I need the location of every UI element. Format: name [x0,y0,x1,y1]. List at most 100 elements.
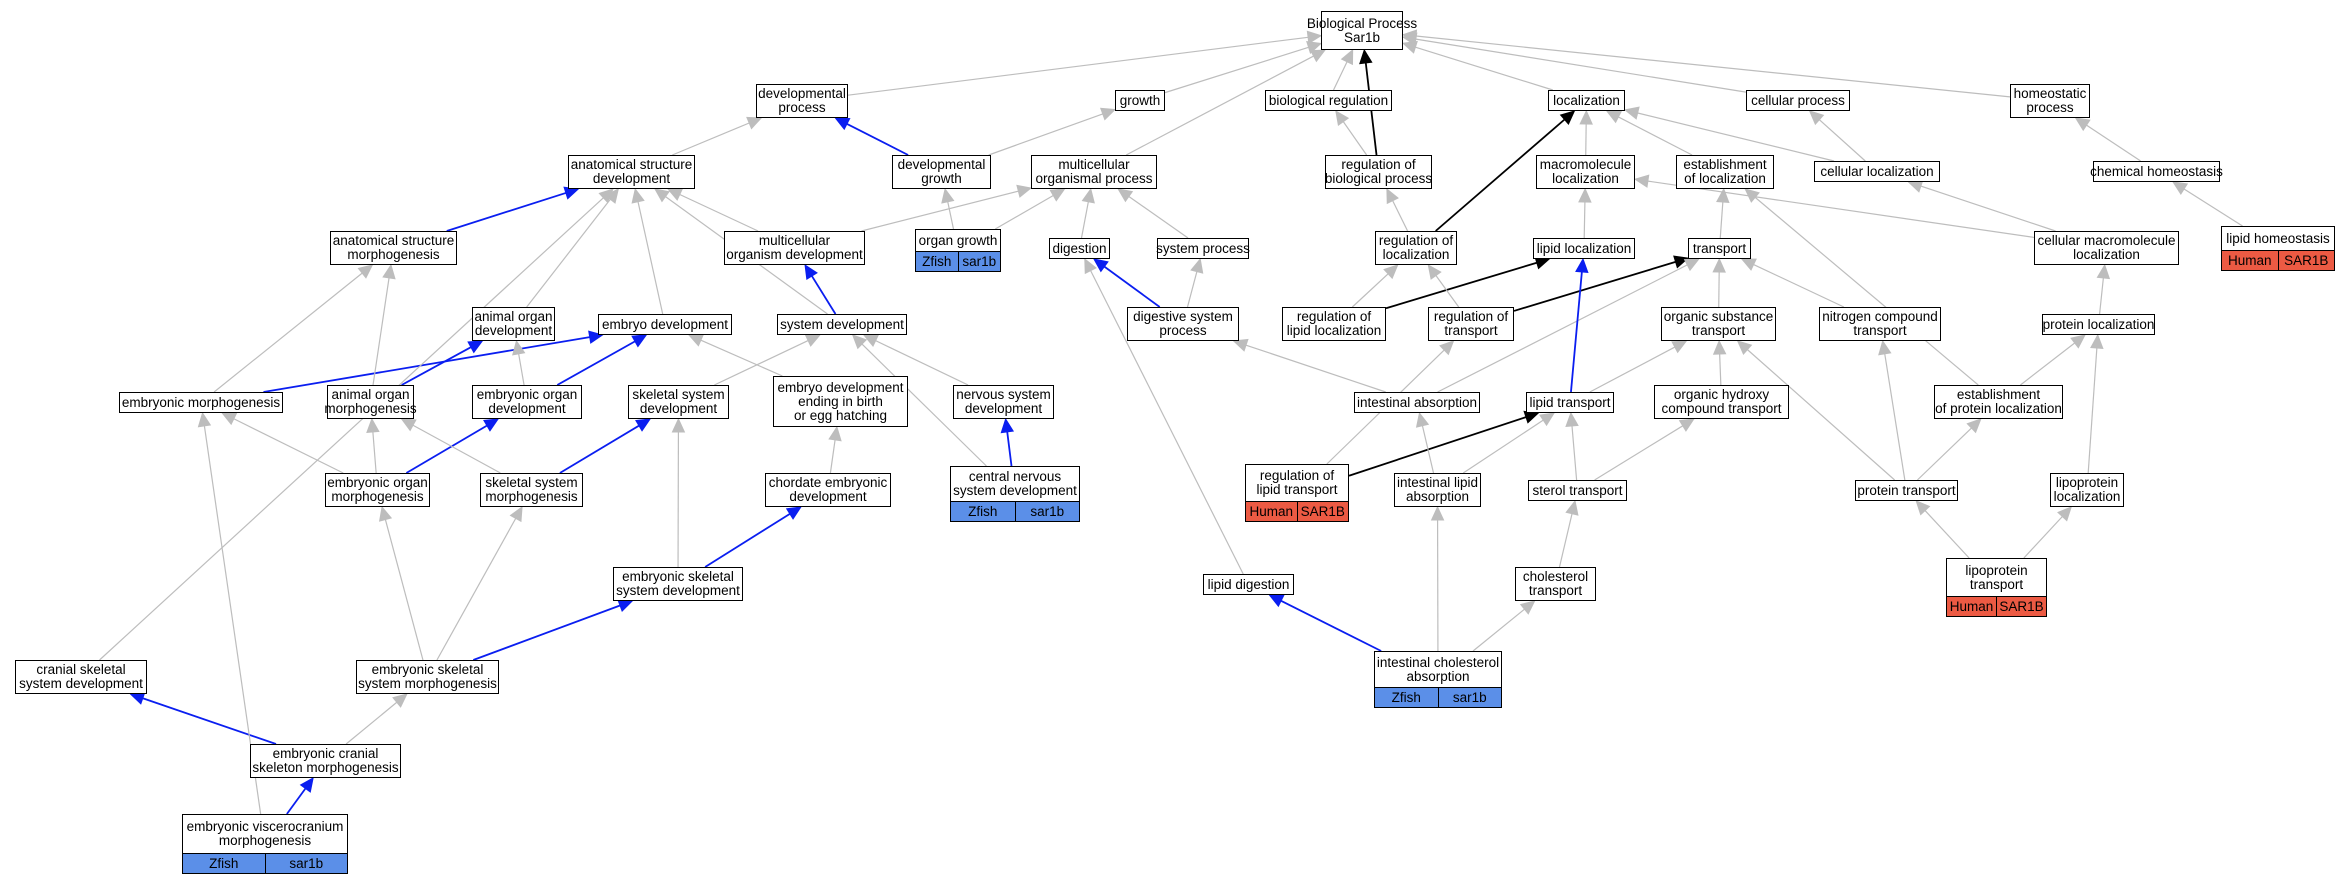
go-term-node[interactable]: sterol transport [1528,480,1627,501]
edge-regulates [1435,118,1566,232]
go-term-node[interactable]: transport [1688,238,1751,259]
edge-isa [1472,608,1525,652]
edge-part_of [286,787,307,815]
go-term-node[interactable]: system process [1156,238,1250,259]
go-term-label: chemical homeostasis [2090,163,2223,179]
go-term-node[interactable]: localization [1548,90,1625,111]
go-term-node[interactable]: chemical homeostasis [2090,161,2223,182]
go-term-node[interactable]: lipid digestion [1203,574,1294,595]
arrowhead [1623,106,1640,120]
edge-isa [1647,180,2035,239]
edge-isa [994,194,1054,230]
edge-isa [1351,273,1389,308]
go-term-node[interactable]: cellular localization [1814,161,1940,182]
go-term-node[interactable]: digestion [1049,238,1110,259]
arrowhead [509,505,523,523]
arrowhead [221,412,238,426]
arrowhead [1430,505,1445,521]
edge-part_of [446,192,567,232]
edge-isa [1186,271,1198,308]
arrowhead [1401,29,1418,43]
edge-isa [1415,38,1747,93]
annotation-species: Human [1249,503,1294,519]
edge-isa [672,122,750,156]
edge-isa [1594,425,1684,481]
arrowhead [785,506,802,520]
go-term-node[interactable]: growth [1115,90,1165,111]
edge-isa [1125,55,1314,156]
edge-part_of [704,513,791,568]
go-term-label: sterol transport [1532,482,1623,498]
arrowhead [1306,41,1323,54]
go-term-node[interactable]: lipid transport [1526,392,1614,413]
go-term-node[interactable]: lipid localization [1533,238,1635,259]
edge-isa [436,518,517,661]
go-term-node[interactable]: embryo development [598,314,732,335]
go-term-node[interactable]: biological regulation [1265,90,1392,111]
arrowhead [1678,418,1695,432]
go-term-node[interactable]: cellular process [1746,90,1850,111]
annotation-species: Zfish [922,253,952,269]
arrowhead [1000,417,1015,434]
go-term-node[interactable]: intestinal absorption [1354,392,1480,413]
arrowhead [2074,117,2091,132]
arrowhead [1673,255,1690,269]
arrowhead [2057,506,2073,522]
go-term-node[interactable]: protein localization [2042,314,2155,335]
edge-isa [637,201,664,315]
go-term-node[interactable]: embryonic morphogenesis [119,392,283,413]
go-term-node[interactable]: protein transport [1855,480,1958,501]
edge-isa [1916,427,1972,481]
go-term-node[interactable]: system development [777,314,907,335]
go-term-label: biological regulation [1268,92,1389,108]
